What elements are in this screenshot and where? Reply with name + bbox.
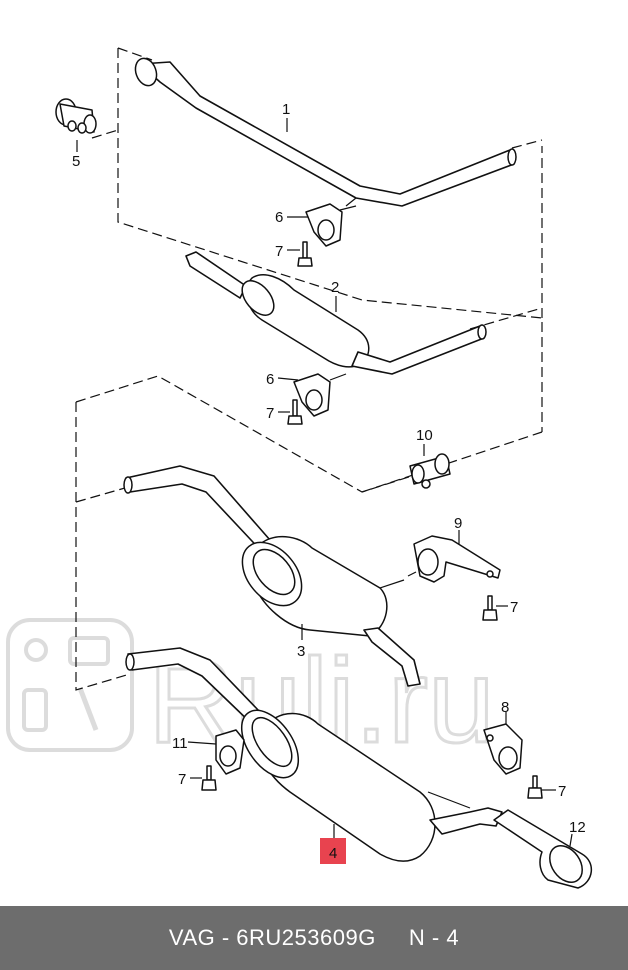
part-10-clamp	[409, 453, 451, 489]
part-9-mounting-bracket	[407, 535, 501, 583]
footer-brand: VAG	[168, 925, 216, 950]
callout-8: 8	[501, 699, 509, 716]
footer-bar: VAG - 6RU253609G N - 4	[0, 906, 628, 970]
callout-7-bracket: 7	[510, 599, 518, 616]
dashed-frames	[75, 47, 543, 691]
callout-6-upper: 6	[275, 209, 283, 226]
part-6-hanger-upper	[305, 203, 357, 247]
callout-6-lower: 6	[266, 371, 274, 388]
part-7-bolts	[201, 241, 543, 799]
part-8-rear-hanger	[483, 723, 523, 775]
exhaust-system-diagram: Ruli.ru	[6, 47, 592, 889]
part-3-intermediate-silencer	[123, 465, 421, 687]
callout-7-upper: 7	[275, 243, 283, 260]
part-11-hanger	[215, 729, 245, 775]
highlight-part-4	[320, 838, 346, 864]
callout-11: 11	[172, 735, 188, 752]
footer-gap	[376, 925, 409, 951]
callout-labels: 1 2 3 4 5 6 6 7 7 7 7 7 8 9 10 11 12	[72, 101, 586, 862]
callout-9: 9	[454, 515, 462, 532]
footer-position: N - 4	[408, 925, 460, 950]
footer-part-number: 6RU253609G	[236, 925, 376, 950]
part-1-front-pipe	[134, 57, 517, 207]
callout-3: 3	[297, 643, 305, 660]
callout-7-right: 7	[558, 783, 566, 800]
callout-2: 2	[331, 279, 339, 296]
footer-separator: -	[215, 925, 237, 950]
callout-7-middle: 7	[266, 405, 274, 422]
callout-4: 4	[329, 845, 337, 862]
callout-1: 1	[282, 101, 290, 118]
callout-12: 12	[569, 819, 586, 836]
part-12-tailpipe-trim	[493, 809, 592, 889]
part-2-centre-silencer	[185, 251, 487, 375]
part-6-hanger-lower	[293, 373, 347, 417]
callout-10: 10	[416, 427, 433, 444]
part-5-clamp	[55, 98, 97, 134]
callout-5: 5	[72, 153, 80, 170]
leader-lines	[76, 118, 573, 847]
callout-7-left: 7	[178, 771, 186, 788]
